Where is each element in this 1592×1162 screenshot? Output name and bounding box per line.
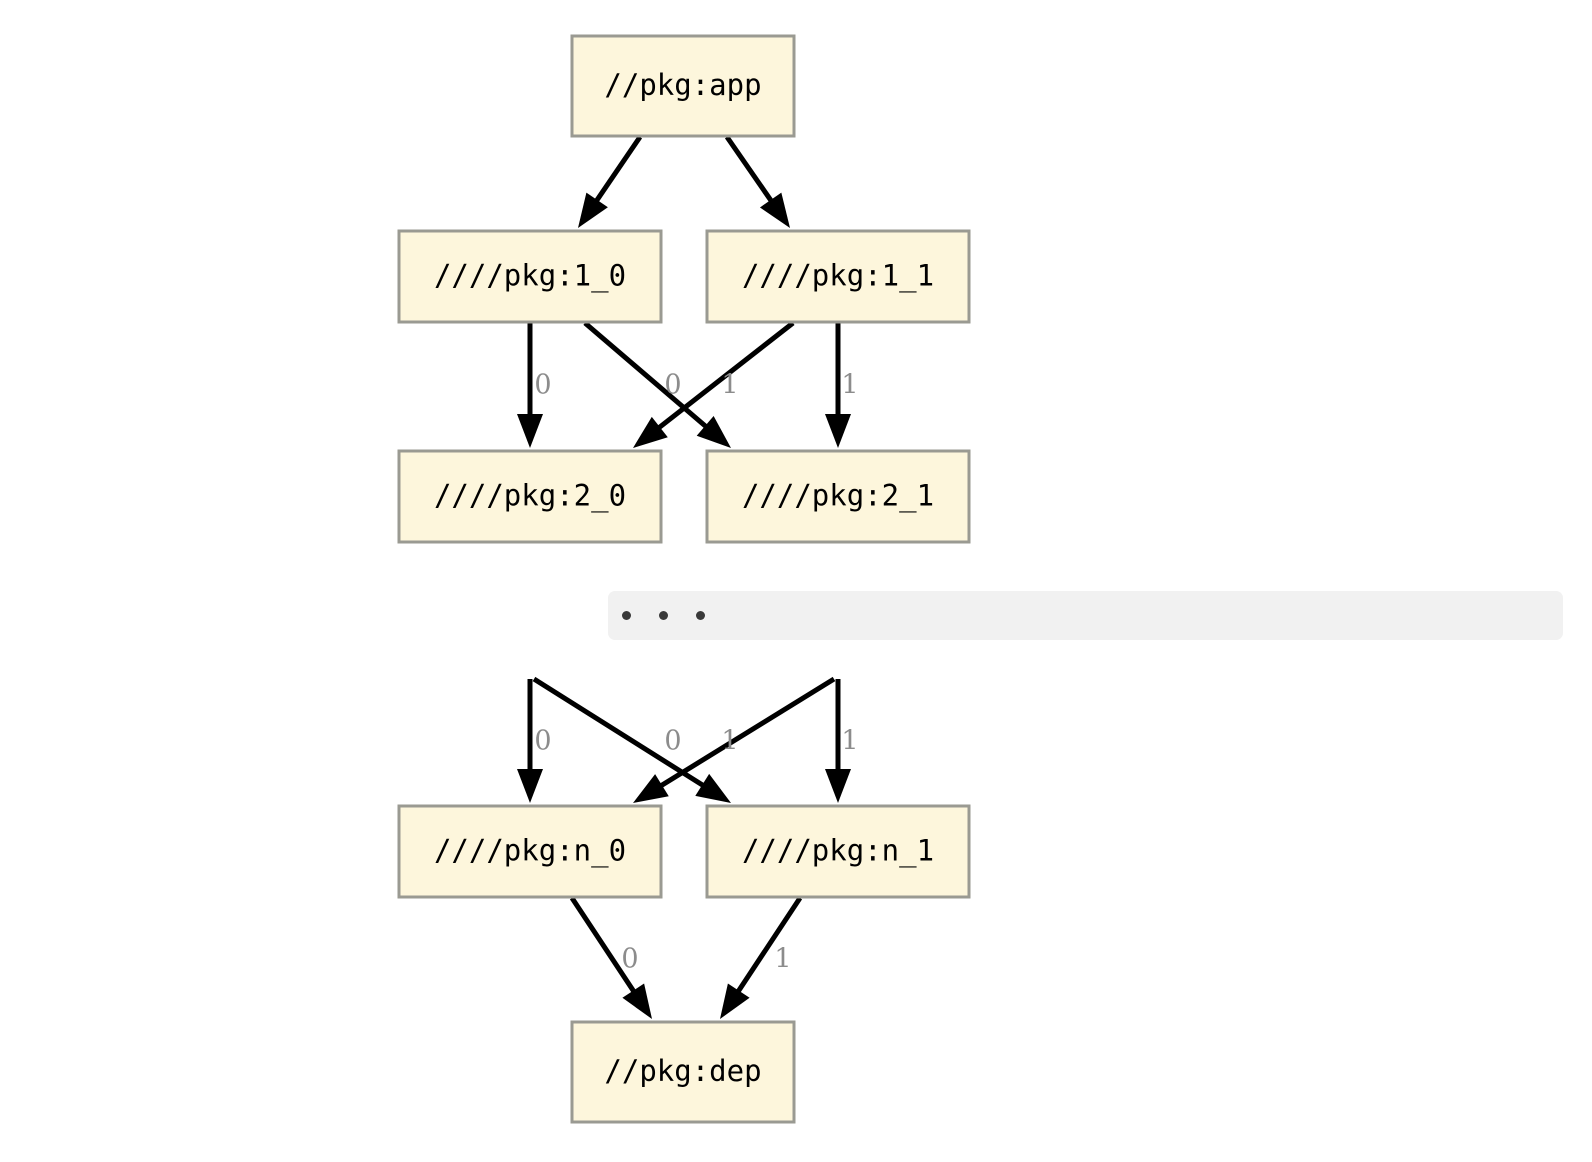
node-label: //pkg:app xyxy=(604,68,761,102)
graph-edge xyxy=(825,679,851,803)
node-label: ////pkg:2_0 xyxy=(434,479,626,514)
graph-edge xyxy=(532,676,731,803)
edge-label: 0 xyxy=(621,944,638,975)
node-box[interactable] xyxy=(397,804,663,899)
node-label: ////pkg:n_0 xyxy=(434,834,626,869)
edge-line xyxy=(655,676,836,791)
node-label: ////pkg:1_0 xyxy=(434,259,626,294)
graph-edge xyxy=(569,896,652,1019)
node-label: ////pkg:n_1 xyxy=(742,834,934,869)
node-label: //pkg:dep xyxy=(604,1054,761,1088)
edge-line xyxy=(583,321,712,432)
graph-node[interactable]: ////pkg:n_1 xyxy=(705,804,971,899)
graph-edge xyxy=(583,321,731,448)
graph-node[interactable]: //pkg:app xyxy=(570,34,796,138)
graph-edge xyxy=(517,323,543,448)
graph-edge xyxy=(724,135,790,228)
ellipsis-dots xyxy=(622,591,733,640)
graph-node[interactable]: ////pkg:1_0 xyxy=(397,229,663,324)
edge-arrowhead-icon xyxy=(696,416,731,448)
edge-label: 1 xyxy=(774,944,791,975)
edge-arrowhead-icon xyxy=(622,983,652,1019)
edge-labels-layer: 0 0 1 1 0 0 1 1 0 1 xyxy=(534,370,858,975)
graph-node[interactable]: ////pkg:2_0 xyxy=(397,449,663,544)
edges-layer xyxy=(517,135,851,1019)
node-box[interactable] xyxy=(705,804,971,899)
graph-node[interactable]: ////pkg:2_1 xyxy=(705,449,971,544)
graph-edge xyxy=(633,676,836,803)
node-box[interactable] xyxy=(570,34,796,138)
edge-arrowhead-icon xyxy=(759,192,790,228)
ellipsis-dot-icon xyxy=(622,611,631,620)
node-box[interactable] xyxy=(397,229,663,324)
edge-label: 0 xyxy=(534,726,551,757)
graph-edge xyxy=(578,135,643,228)
edge-label: 0 xyxy=(664,726,681,757)
ellipsis-band xyxy=(608,591,1563,640)
edge-label: 1 xyxy=(721,370,738,401)
edge-label: 1 xyxy=(721,726,738,757)
ellipsis-dot-icon xyxy=(696,611,705,620)
edge-line xyxy=(653,321,795,433)
edge-label: 0 xyxy=(534,370,551,401)
ellipsis-dot-icon xyxy=(659,611,668,620)
node-label: ////pkg:1_1 xyxy=(742,259,934,294)
edge-arrowhead-icon xyxy=(825,414,851,448)
graph-edge xyxy=(517,679,543,803)
edge-line xyxy=(733,896,803,998)
edge-arrowhead-icon xyxy=(720,983,750,1019)
node-box[interactable] xyxy=(705,449,971,544)
node-label: ////pkg:2_1 xyxy=(742,479,934,514)
edge-label: 0 xyxy=(664,370,681,401)
nodes-layer: //pkg:app ////pkg:1_0 ////pkg:1_1 ////pkg:2… xyxy=(397,34,971,1124)
graph-edge xyxy=(720,896,803,1019)
edge-arrowhead-icon xyxy=(517,414,543,448)
edge-line xyxy=(724,135,777,207)
edge-line xyxy=(569,896,639,998)
edge-arrowhead-icon xyxy=(633,416,668,448)
edge-label: 1 xyxy=(841,726,858,757)
graph-edge xyxy=(825,323,851,448)
node-box[interactable] xyxy=(705,229,971,324)
edge-arrowhead-icon xyxy=(633,774,669,803)
node-box[interactable] xyxy=(397,449,663,544)
graph-node[interactable]: ////pkg:1_1 xyxy=(705,229,971,324)
edge-label: 1 xyxy=(841,370,858,401)
edge-arrowhead-icon xyxy=(695,773,731,803)
edge-arrowhead-icon xyxy=(825,769,851,803)
graph-node[interactable]: ////pkg:n_0 xyxy=(397,804,663,899)
edge-arrowhead-icon xyxy=(517,769,543,803)
edge-line xyxy=(532,676,709,791)
edge-arrowhead-icon xyxy=(578,192,608,228)
edge-line xyxy=(591,135,643,207)
graph-edge xyxy=(633,321,795,448)
node-box[interactable] xyxy=(570,1020,796,1124)
graph-node[interactable]: //pkg:dep xyxy=(570,1020,796,1124)
